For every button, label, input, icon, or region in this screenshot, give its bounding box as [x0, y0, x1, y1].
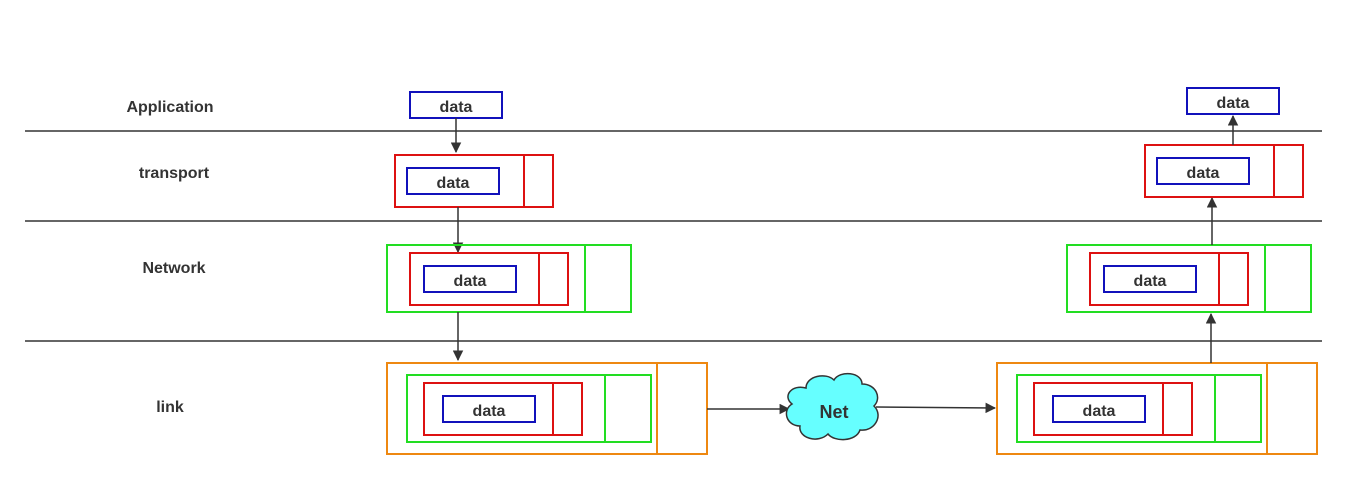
sender-link-frame: data: [386, 362, 708, 455]
net-label: Net: [819, 402, 848, 422]
sender-link-data-label: data: [473, 403, 506, 420]
layer-label-network: Network: [142, 260, 205, 277]
layer-label-application: Application: [126, 99, 213, 116]
receiver-transport-segment: data: [1144, 144, 1304, 198]
sender-transport-segment: data: [394, 154, 554, 208]
sender-application-data-label: data: [440, 99, 473, 116]
receiver-stack: data data data data: [996, 87, 1318, 455]
sender-network-data-label: data: [454, 273, 487, 290]
receiver-network-data-label: data: [1134, 273, 1167, 290]
sender-transport-data-label: data: [437, 175, 470, 192]
arrow-net-to-receiver: [875, 402, 997, 414]
receiver-link-data-label: data: [1083, 403, 1116, 420]
cloud-icon: [785, 372, 879, 441]
receiver-link-frame: data: [996, 362, 1318, 455]
receiver-transport-data-label: data: [1187, 165, 1220, 182]
sender-application-packet: data: [409, 91, 503, 119]
receiver-network-datagram: data: [1066, 244, 1312, 313]
receiver-application-data-label: data: [1217, 95, 1250, 112]
net-cloud: Net: [785, 372, 879, 441]
receiver-application-packet: data: [1186, 87, 1280, 115]
sender-network-datagram: data: [386, 244, 632, 313]
layer-label-link: link: [156, 399, 184, 416]
layer-label-transport: transport: [139, 165, 210, 182]
sender-stack: data data data: [386, 91, 708, 455]
